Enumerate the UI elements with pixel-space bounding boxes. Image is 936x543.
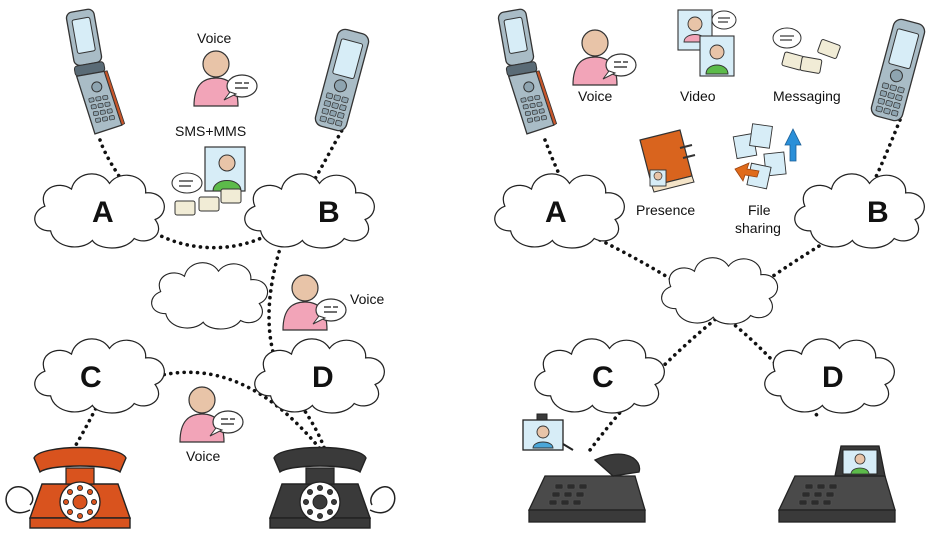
- cloud-middle: [661, 257, 779, 325]
- right-panel: A B C D: [494, 5, 928, 523]
- label-voice: Voice: [578, 88, 612, 104]
- phone-cord: [5, 485, 34, 514]
- label-presence: Presence: [636, 202, 695, 218]
- cloud-a: A: [494, 173, 625, 249]
- rotary-phone-icon: [269, 446, 371, 529]
- cloud-middle: [151, 262, 269, 330]
- flip-phone-icon: [63, 5, 127, 137]
- label-file-sharing-line2: sharing: [735, 220, 781, 236]
- cloud-b: B: [794, 173, 925, 249]
- cloud-c: C: [34, 338, 165, 414]
- label-voice-top: Voice: [197, 30, 231, 46]
- person-speech-icon: [282, 274, 347, 331]
- cloud-a: A: [34, 173, 165, 249]
- cloud-c: C: [534, 338, 665, 414]
- label-video: Video: [680, 88, 716, 104]
- cloud-b-label: B: [318, 196, 340, 229]
- rotary-phone-icon: [29, 446, 131, 529]
- label-file-sharing-line1: File: [748, 202, 771, 218]
- cloud-c-label: C: [592, 361, 614, 394]
- label-sms-mms: SMS+MMS: [175, 123, 246, 139]
- address-book-icon: [639, 129, 696, 193]
- candybar-phone-icon: [312, 26, 372, 134]
- sms-mms-icon: [171, 146, 246, 216]
- phone-cord: [369, 485, 396, 514]
- link-phone-to-a: [543, 138, 602, 242]
- video-call-icon: [677, 9, 737, 77]
- keyboard-keys-icon: [772, 27, 841, 74]
- link-phone-to-b: [288, 123, 347, 222]
- label-messaging: Messaging: [773, 88, 841, 104]
- cloud-d: D: [254, 338, 385, 414]
- cloud-c-label: C: [80, 361, 102, 394]
- candybar-phone-icon: [868, 16, 928, 124]
- video-desk-phone-icon: [522, 413, 646, 523]
- cloud-a-label: A: [92, 196, 114, 229]
- link-a-to-b: [148, 218, 292, 250]
- cloud-a-label: A: [545, 196, 567, 229]
- label-voice-mid: Voice: [350, 291, 384, 307]
- keyboard-keys-icon: [174, 188, 242, 216]
- cloud-b: B: [244, 173, 375, 249]
- flip-phone-icon: [495, 5, 559, 137]
- left-panel: A B C D Voice SMS+MMS: [5, 5, 396, 529]
- cloud-d-label: D: [312, 361, 334, 394]
- label-voice-bottom: Voice: [186, 448, 220, 464]
- cloud-d: D: [764, 338, 895, 414]
- cloud-d-label: D: [822, 361, 844, 394]
- cloud-b-label: B: [867, 196, 889, 229]
- person-speech-icon: [572, 29, 637, 86]
- person-speech-icon: [179, 386, 244, 443]
- person-speech-icon: [193, 50, 258, 107]
- video-desk-phone-icon: [778, 445, 896, 523]
- file-transfer-icon: [732, 123, 802, 190]
